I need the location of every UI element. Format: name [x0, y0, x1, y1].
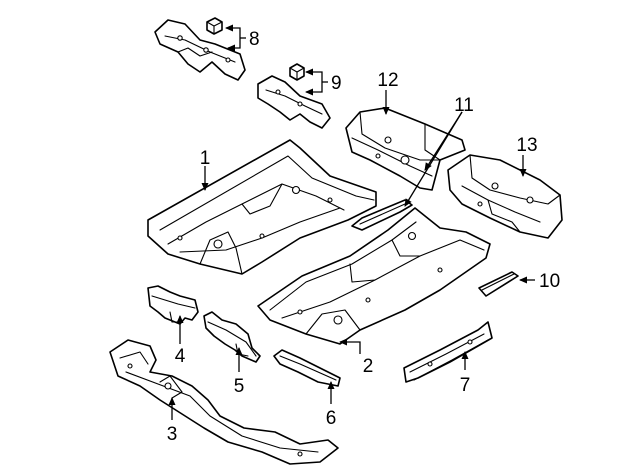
callout-13: 13 [516, 135, 537, 156]
callout-1: 1 [200, 148, 211, 169]
part-2-rear-floor-pan [257, 207, 491, 345]
part-11-strip [351, 199, 413, 231]
leader-lines [168, 24, 535, 420]
part-9-bracket [257, 63, 331, 129]
callout-9: 9 [331, 73, 342, 94]
callout-10: 10 [539, 271, 560, 292]
callout-6: 6 [326, 408, 337, 429]
part-12-rear-pan [345, 107, 466, 191]
part-13-rear-pan [447, 154, 563, 239]
part-10-strip [478, 271, 519, 297]
callout-4: 4 [175, 346, 186, 367]
part-7-rail [403, 321, 493, 383]
callout-12: 12 [377, 70, 398, 91]
part-1-front-floor-pan [147, 139, 377, 275]
callout-8: 8 [249, 29, 260, 50]
callout-11: 11 [454, 95, 474, 116]
part-5-bracket [203, 311, 261, 363]
part-4-bracket [147, 285, 199, 325]
part-3-crossmember [109, 339, 339, 465]
callout-3: 3 [167, 424, 178, 445]
callout-5: 5 [234, 376, 245, 397]
part-6-bar [273, 349, 341, 387]
part-8-bracket [154, 17, 246, 81]
callout-2: 2 [363, 356, 374, 377]
callout-labels: 1 2 3 4 5 6 7 8 9 10 11 12 13 [167, 29, 560, 445]
callout-7: 7 [460, 375, 471, 396]
